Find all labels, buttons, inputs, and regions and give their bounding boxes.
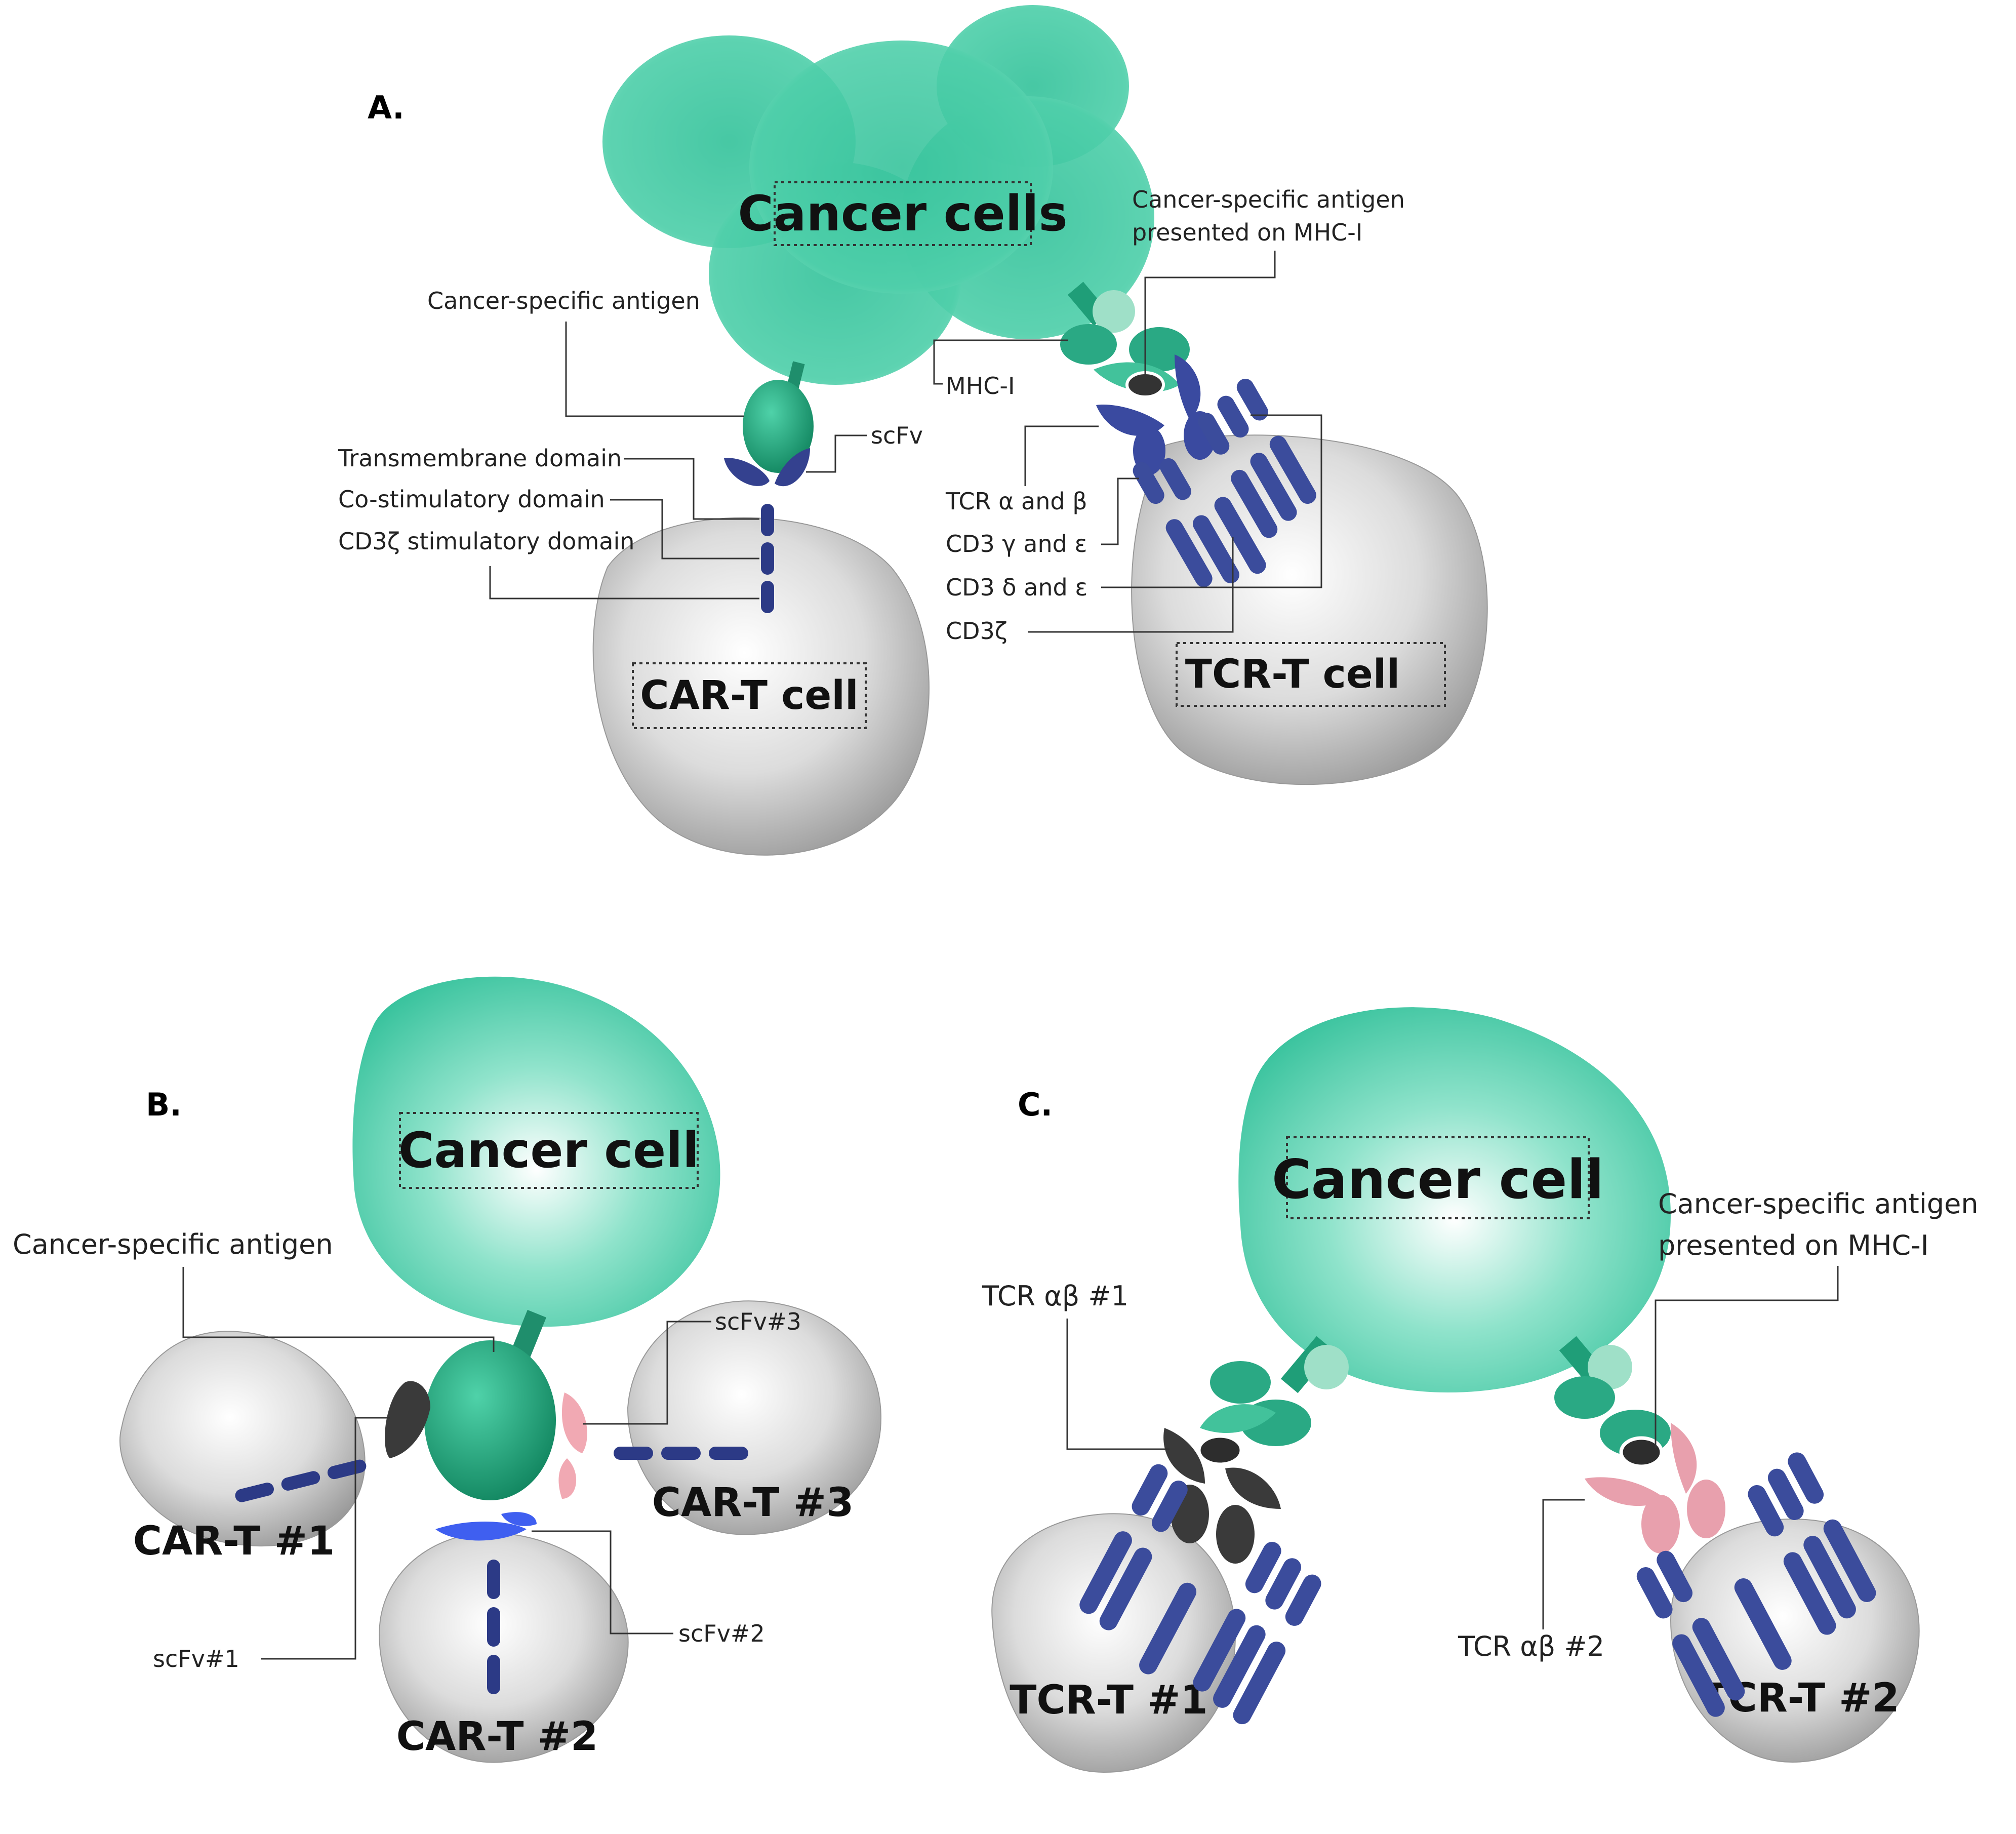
cancer-cells-cluster — [602, 5, 1154, 385]
label-c-antigen-l1: Cancer-specific antigen — [1658, 1188, 1979, 1220]
car-t-2-cell — [379, 1532, 629, 1763]
panel-b: B. Cancer cell CAR-T #1 CAR-T #3 CAR-T #… — [13, 976, 882, 1763]
scfv-left-icon — [724, 458, 770, 486]
car-signaling-chain — [761, 504, 774, 613]
cancer-cell-b — [352, 976, 720, 1327]
label-c-antigen-l2: presented on MHC-I — [1658, 1229, 1929, 1261]
scfv3-icon — [561, 1392, 587, 1453]
tcr-t-1-label: TCR-T #1 — [1010, 1678, 1207, 1723]
car-target-antigen — [743, 380, 814, 473]
car-chain-2 — [487, 1560, 500, 1694]
label-scfv: scFv — [871, 422, 923, 449]
mhc-tcr-complex-a — [1060, 282, 1216, 475]
car-t-cell-label-box — [632, 662, 867, 729]
label-b-antigen: Cancer-specific antigen — [13, 1228, 333, 1260]
scfv2-icon — [435, 1522, 527, 1541]
cancer-cell-c-label-box — [1286, 1136, 1590, 1219]
label-cd3z-stim: CD3ζ stimulatory domain — [338, 528, 634, 555]
label-cancer-antigen: Cancer-specific antigen — [427, 287, 700, 314]
car-chain-1 — [235, 1459, 367, 1502]
scfv-right-icon — [775, 448, 810, 487]
mhc-antigen-peptide — [1125, 371, 1165, 398]
panel-a: A. Cancer cells CAR-T cell Cancer-specif… — [338, 5, 1488, 856]
cancer-cells-label: Cancer cells — [738, 185, 1067, 242]
mhc-antigen-c1 — [1197, 1434, 1243, 1466]
label-transmembrane: Transmembrane domain — [338, 445, 622, 472]
label-tcr-ab: TCR α and β — [945, 488, 1087, 515]
mhc-tcr-complex-c2 — [1554, 1336, 1725, 1553]
cancer-cells-label-box — [774, 181, 1032, 246]
label-mhc-antigen-l1: Cancer-specific antigen — [1132, 186, 1405, 213]
car-t-cell — [592, 517, 930, 856]
car-t-1-label: CAR-T #1 — [133, 1519, 335, 1564]
label-cd3-de: CD3 δ and ε — [946, 574, 1087, 601]
car-target-antigen-b — [424, 1340, 556, 1500]
cd3-chains-c1 — [1079, 1464, 1321, 1725]
label-mhc-antigen-l2: presented on MHC-I — [1132, 219, 1362, 246]
car-t-3-label: CAR-T #3 — [652, 1480, 854, 1526]
cancer-cell-b-label-box — [399, 1112, 699, 1189]
tcr-t-cell-label: TCR-T cell — [1185, 652, 1400, 697]
label-costim: Co-stimulatory domain — [338, 486, 605, 513]
cancer-cell-b-label: Cancer cell — [398, 1122, 699, 1179]
panel-b-letter: B. — [146, 1086, 182, 1123]
label-tcr-ab-2: TCR αβ #2 — [1458, 1630, 1604, 1662]
cancer-cell-c — [1238, 1007, 1671, 1392]
label-scfv3: scFv#3 — [715, 1308, 801, 1335]
label-tcr-ab-1: TCR αβ #1 — [982, 1280, 1128, 1312]
label-mhc: MHC-I — [946, 372, 1015, 400]
cd3-chains-c2 — [1636, 1452, 1876, 1717]
mhc-tcr-complex-c1 — [1163, 1336, 1349, 1564]
label-cd3z: CD3ζ — [946, 617, 1007, 645]
panel-c-letter: C. — [1018, 1086, 1053, 1123]
car-t-cell-label: CAR-T cell — [640, 673, 859, 719]
car-t-2-label: CAR-T #2 — [396, 1714, 598, 1760]
car-chain-3 — [614, 1447, 748, 1460]
tcr-t-cell-label-box — [1176, 642, 1446, 707]
label-scfv2: scFv#2 — [678, 1620, 765, 1647]
mhc-antigen-c2 — [1619, 1436, 1664, 1468]
car-t-3-cell — [627, 1300, 882, 1535]
cd3-chains-a — [1133, 378, 1316, 587]
label-scfv1: scFv#1 — [153, 1645, 239, 1672]
panel-c: C. Cancer cell TCR-T #1 TCR-T #2 — [982, 1007, 1979, 1773]
cancer-cell-c-label: Cancer cell — [1272, 1148, 1604, 1211]
label-cd3-ge: CD3 γ and ε — [946, 530, 1087, 557]
tcr-t-cell — [1131, 434, 1488, 785]
panel-a-letter: A. — [368, 89, 405, 126]
car-t-1-cell — [119, 1331, 366, 1547]
scfv1-icon — [385, 1381, 430, 1458]
